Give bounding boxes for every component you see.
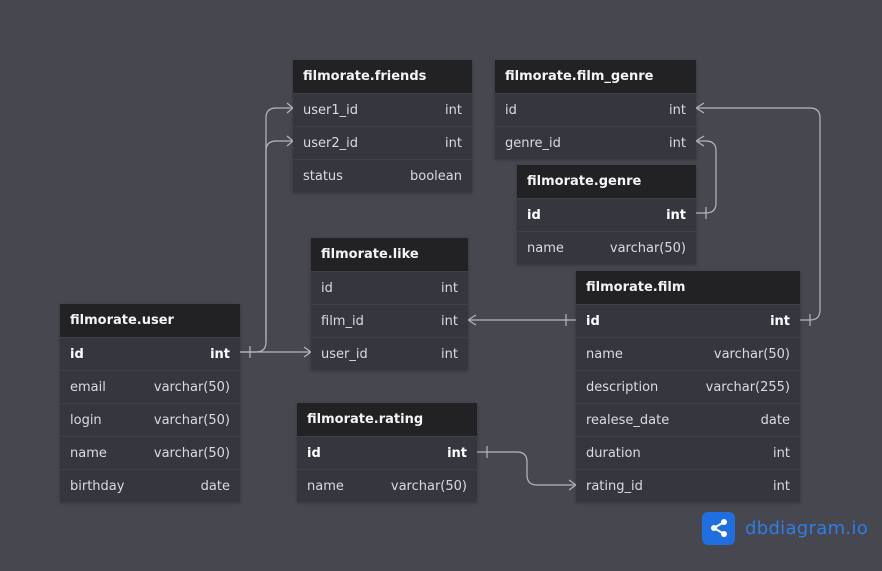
field-row[interactable]: id int bbox=[311, 271, 468, 304]
field-name: name bbox=[70, 445, 107, 461]
field-row[interactable]: name varchar(50) bbox=[517, 231, 696, 264]
field-name: id bbox=[505, 102, 517, 118]
field-row[interactable]: email varchar(50) bbox=[60, 370, 240, 403]
field-name: status bbox=[303, 168, 343, 184]
field-row[interactable]: user_id int bbox=[311, 337, 468, 370]
table-title: filmorate.rating bbox=[297, 403, 477, 436]
field-type: varchar(50) bbox=[153, 379, 230, 395]
field-row[interactable]: name varchar(50) bbox=[297, 469, 477, 502]
field-row-primary-key[interactable]: id int bbox=[576, 304, 800, 337]
field-type: varchar(50) bbox=[390, 478, 467, 494]
field-row[interactable]: name varchar(50) bbox=[60, 436, 240, 469]
field-type: boolean bbox=[410, 168, 462, 184]
field-row-primary-key[interactable]: id int bbox=[517, 198, 696, 231]
brand-name: dbdiagram.io bbox=[745, 517, 869, 539]
field-type: varchar(50) bbox=[153, 445, 230, 461]
table-title: filmorate.like bbox=[311, 238, 468, 271]
field-type: int bbox=[445, 135, 462, 151]
field-type: varchar(50) bbox=[713, 346, 790, 362]
field-type: int bbox=[773, 478, 790, 494]
brand-logo[interactable]: dbdiagram.io bbox=[702, 511, 868, 545]
field-row[interactable]: status boolean bbox=[293, 159, 472, 192]
field-name: id bbox=[307, 445, 321, 461]
field-name: duration bbox=[586, 445, 641, 461]
field-type: int bbox=[447, 445, 467, 461]
field-row[interactable]: realese_date date bbox=[576, 403, 800, 436]
field-name: user2_id bbox=[303, 135, 358, 151]
field-name: description bbox=[586, 379, 659, 395]
field-name: user_id bbox=[321, 346, 368, 362]
table-title: filmorate.user bbox=[60, 304, 240, 337]
field-name: email bbox=[70, 379, 106, 395]
field-name: genre_id bbox=[505, 135, 561, 151]
field-row[interactable]: rating_id int bbox=[576, 469, 800, 502]
field-name: login bbox=[70, 412, 102, 428]
field-type: int bbox=[770, 313, 790, 329]
field-type: int bbox=[210, 346, 230, 362]
field-type: varchar(50) bbox=[609, 240, 686, 256]
field-type: int bbox=[773, 445, 790, 461]
field-name: name bbox=[586, 346, 623, 362]
table-title: filmorate.friends bbox=[293, 60, 472, 93]
field-type: varchar(50) bbox=[153, 412, 230, 428]
table-rating[interactable]: filmorate.rating id int name varchar(50) bbox=[297, 403, 477, 502]
field-type: int bbox=[669, 135, 686, 151]
field-row[interactable]: description varchar(255) bbox=[576, 370, 800, 403]
table-title: filmorate.film_genre bbox=[495, 60, 696, 93]
table-user[interactable]: filmorate.user id int email varchar(50) … bbox=[60, 304, 240, 502]
relation-friends-user2-user bbox=[265, 135, 294, 342]
table-title: filmorate.film bbox=[576, 271, 800, 304]
field-name: id bbox=[321, 280, 333, 296]
field-type: date bbox=[200, 478, 230, 494]
field-name: id bbox=[70, 346, 84, 362]
relation-like-film-film bbox=[467, 314, 576, 326]
field-type: int bbox=[666, 207, 686, 223]
field-row[interactable]: genre_id int bbox=[495, 126, 696, 159]
field-type: int bbox=[441, 346, 458, 362]
field-name: id bbox=[586, 313, 600, 329]
field-row[interactable]: name varchar(50) bbox=[576, 337, 800, 370]
field-row[interactable]: duration int bbox=[576, 436, 800, 469]
field-type: int bbox=[441, 313, 458, 329]
field-name: rating_id bbox=[586, 478, 643, 494]
field-name: user1_id bbox=[303, 102, 358, 118]
field-row[interactable]: id int bbox=[495, 93, 696, 126]
field-row[interactable]: login varchar(50) bbox=[60, 403, 240, 436]
field-name: id bbox=[527, 207, 541, 223]
table-film-genre[interactable]: filmorate.film_genre id int genre_id int bbox=[495, 60, 696, 159]
field-row[interactable]: user1_id int bbox=[293, 93, 472, 126]
relation-like-user-user bbox=[240, 346, 312, 358]
field-row[interactable]: film_id int bbox=[311, 304, 468, 337]
field-type: varchar(255) bbox=[705, 379, 790, 395]
table-like[interactable]: filmorate.like id int film_id int user_i… bbox=[311, 238, 468, 370]
field-name: birthday bbox=[70, 478, 125, 494]
table-friends[interactable]: filmorate.friends user1_id int user2_id … bbox=[293, 60, 472, 192]
field-type: int bbox=[441, 280, 458, 296]
field-name: realese_date bbox=[586, 412, 670, 428]
relation-film-genre-genre bbox=[695, 135, 717, 219]
field-row-primary-key[interactable]: id int bbox=[297, 436, 477, 469]
table-genre[interactable]: filmorate.genre id int name varchar(50) bbox=[517, 165, 696, 264]
relation-friends-user1-user bbox=[240, 102, 294, 358]
field-row[interactable]: birthday date bbox=[60, 469, 240, 502]
table-title: filmorate.genre bbox=[517, 165, 696, 198]
field-type: int bbox=[445, 102, 462, 118]
field-type: date bbox=[760, 412, 790, 428]
share-nodes-icon bbox=[702, 511, 735, 545]
relation-film-rating bbox=[477, 446, 577, 491]
table-film[interactable]: filmorate.film id int name varchar(50) d… bbox=[576, 271, 800, 502]
field-name: film_id bbox=[321, 313, 364, 329]
field-row-primary-key[interactable]: id int bbox=[60, 337, 240, 370]
field-type: int bbox=[669, 102, 686, 118]
field-row[interactable]: user2_id int bbox=[293, 126, 472, 159]
field-name: name bbox=[527, 240, 564, 256]
field-name: name bbox=[307, 478, 344, 494]
